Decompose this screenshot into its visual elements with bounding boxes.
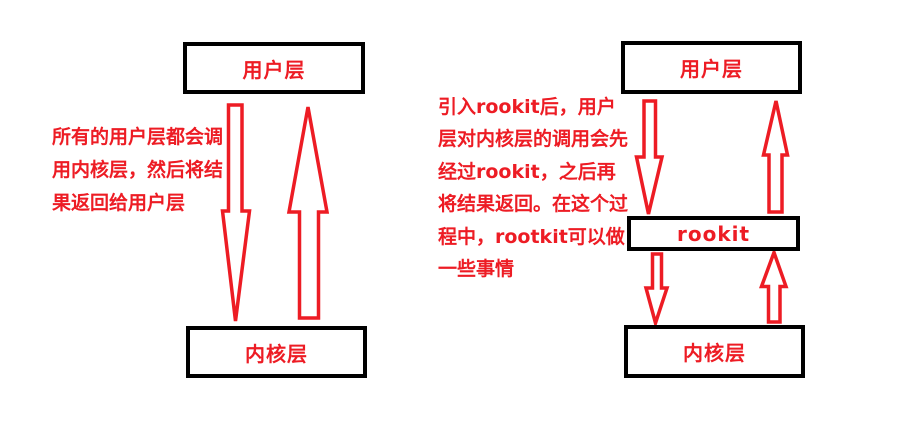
annotation-line: 引入rookit后，用户 [438,96,616,118]
rookit-label: rookit [676,221,751,246]
left-kernel-layer-label: 内核层 [245,341,308,366]
up-arrow-icon [286,106,330,320]
annotation-line: 经过rookit，之后再 [438,160,616,183]
rookit-box: rookit [627,216,800,251]
annotation-line: 所有的用户层都会调 [52,126,224,148]
annotation-line: 将结果返回。在这个过 [438,193,629,216]
annotation-line: 程中，rootkit可以做 [438,225,625,248]
left-annotation: 所有的用户层都会调 用内核层，然后将结 果返回给用户层 [52,121,223,220]
annotation-line: 果返回给用户层 [52,192,186,214]
right-annotation: 引入rookit后，用户 层对内核层的调用会先 经过rookit，之后再 将结果… [438,91,628,285]
right-kernel-layer-label: 内核层 [683,341,746,365]
annotation-line: 一些事情 [438,258,515,281]
down-arrow-icon [634,99,665,215]
annotation-line: 用内核层，然后将结 [52,159,224,181]
left-user-layer-label: 用户层 [242,57,306,82]
right-kernel-layer-box: 内核层 [624,325,805,378]
down-arrow-icon [643,252,670,330]
left-kernel-layer-box: 内核层 [186,326,367,378]
right-user-layer-box: 用户层 [621,41,802,94]
annotation-line: 层对内核层的调用会先 [438,128,629,151]
up-arrow-icon [761,100,790,214]
left-user-layer-box: 用户层 [183,42,365,94]
up-arrow-icon [758,247,789,324]
down-arrow-icon [220,103,252,322]
right-user-layer-label: 用户层 [680,57,743,81]
